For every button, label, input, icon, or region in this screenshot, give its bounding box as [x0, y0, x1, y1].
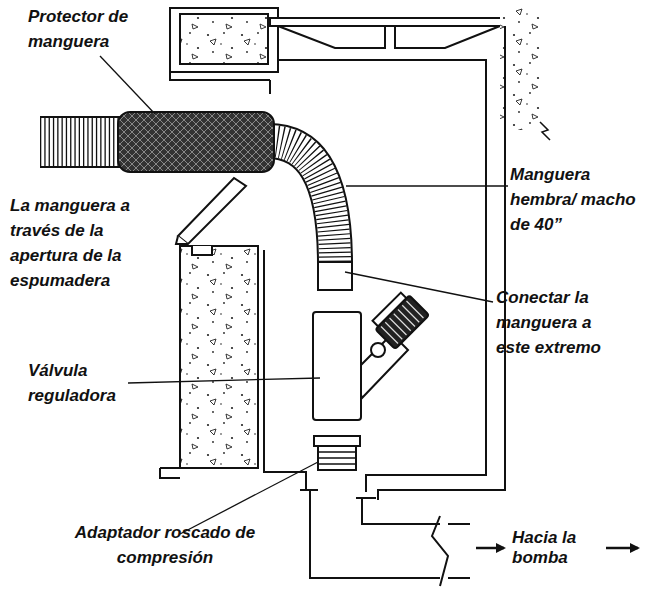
right-concrete — [500, 8, 550, 140]
callout-label: Protector de manguera — [28, 4, 140, 54]
weir-flap — [176, 178, 246, 244]
hose-protector — [118, 112, 274, 172]
outlet-pipe — [300, 490, 470, 586]
leader-lines — [100, 56, 508, 534]
skimmer-lid — [270, 18, 505, 48]
callout-label: Adaptador roscado de compresión — [50, 520, 280, 570]
callout-label: Manguera hembra/ macho de 40” — [510, 162, 654, 237]
skimmer-body — [270, 26, 505, 500]
callout-label: Válvula reguladora — [28, 358, 128, 408]
callout-label: La manguera a través de la apertura de l… — [10, 193, 138, 293]
compression-adapter — [314, 436, 360, 470]
left-wall — [160, 246, 306, 490]
hose-coupler — [318, 262, 352, 290]
callout-label: Hacia la bomba — [512, 528, 602, 568]
deck-concrete — [170, 8, 278, 80]
callout-label: Conectar la manguera a este extremo — [496, 285, 612, 360]
regulating-valve — [313, 290, 429, 420]
